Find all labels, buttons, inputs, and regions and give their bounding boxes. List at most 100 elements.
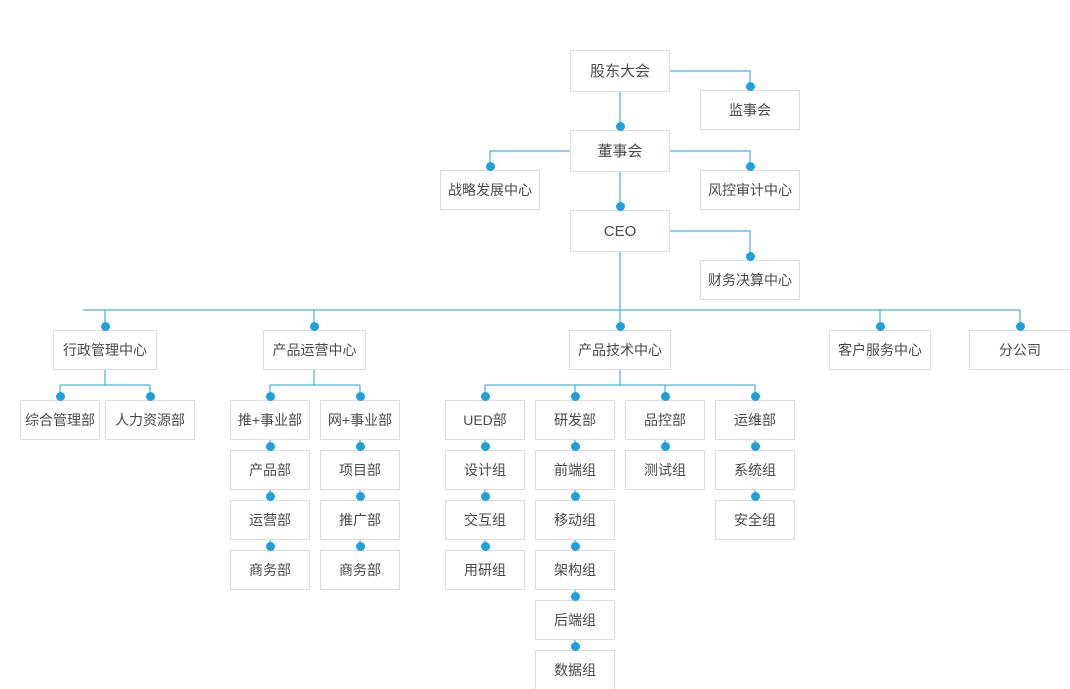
org-node-shareholders[interactable]: 股东大会	[570, 50, 670, 92]
org-node-label: 运维部	[734, 412, 776, 428]
org-node-label: 安全组	[734, 512, 776, 528]
org-node-board[interactable]: 董事会	[570, 130, 670, 172]
edge-board-to-strategy-center	[489, 150, 570, 166]
connector-dot-design-group	[480, 441, 490, 451]
org-node-label: 设计组	[464, 462, 506, 478]
org-node-label: 股东大会	[589, 62, 650, 80]
org-node-business-dept-1[interactable]: 商务部	[230, 550, 310, 590]
org-node-tui-bu[interactable]: 推+事业部	[230, 400, 310, 440]
org-node-label: 网+事业部	[327, 412, 393, 428]
org-node-rd-dept[interactable]: 研发部	[535, 400, 615, 440]
connector-dot-ops-center	[309, 321, 319, 331]
org-node-label: 研发部	[554, 412, 596, 428]
connector-dot-ued-dept	[480, 391, 490, 401]
org-node-label: 用研组	[464, 562, 506, 578]
org-node-system-group[interactable]: 系统组	[715, 450, 795, 490]
org-node-tech-center[interactable]: 产品技术中心	[569, 330, 671, 370]
org-node-label: 人力资源部	[115, 412, 185, 428]
connector-dot-tui-bu	[265, 391, 275, 401]
org-node-test-group[interactable]: 测试组	[625, 450, 705, 490]
org-node-label: 产品技术中心	[578, 342, 662, 358]
org-node-ceo[interactable]: CEO	[570, 210, 670, 252]
connector-dot-tech-center	[615, 321, 625, 331]
org-node-research-group[interactable]: 用研组	[445, 550, 525, 590]
org-node-label: 商务部	[249, 562, 291, 578]
connector-dot-business-dept-2	[355, 541, 365, 551]
org-node-hr[interactable]: 人力资源部	[105, 400, 195, 440]
org-node-label: 架构组	[554, 562, 596, 578]
org-node-label: 综合管理部	[25, 412, 95, 428]
connector-dot-branch	[1015, 321, 1025, 331]
connector-dot-business-dept-1	[265, 541, 275, 551]
org-node-project-dept[interactable]: 项目部	[320, 450, 400, 490]
org-node-label: 商务部	[339, 562, 381, 578]
org-node-operation-dept[interactable]: 运营部	[230, 500, 310, 540]
org-node-label: 交互组	[464, 512, 506, 528]
connector-dot-service-center	[875, 321, 885, 331]
connector-dot-ops-dept	[750, 391, 760, 401]
edge-tech-center-to-tech-bus	[484, 370, 756, 396]
org-node-data-group[interactable]: 数据组	[535, 650, 615, 689]
connector-dot-finance-center	[745, 251, 755, 261]
org-node-finance-center[interactable]: 财务决算中心	[700, 260, 800, 300]
org-node-promotion-dept[interactable]: 推广部	[320, 500, 400, 540]
org-node-qa-dept[interactable]: 品控部	[625, 400, 705, 440]
org-node-service-center[interactable]: 客户服务中心	[829, 330, 931, 370]
org-node-label: 项目部	[339, 462, 381, 478]
connector-dot-mobile-group	[570, 491, 580, 501]
org-node-label: 测试组	[644, 462, 686, 478]
org-node-business-dept-2[interactable]: 商务部	[320, 550, 400, 590]
connector-dot-interaction-group	[480, 491, 490, 501]
connector-dot-test-group	[660, 441, 670, 451]
org-node-label: 行政管理中心	[63, 342, 147, 358]
org-node-label: 战略发展中心	[448, 182, 532, 198]
org-node-mobile-group[interactable]: 移动组	[535, 500, 615, 540]
org-node-label: 风控审计中心	[708, 182, 792, 198]
org-node-label: 监事会	[729, 102, 771, 118]
edge-board-to-risk-audit	[670, 150, 751, 166]
org-node-label: 客户服务中心	[838, 342, 922, 358]
org-node-label: 移动组	[554, 512, 596, 528]
org-node-label: 推+事业部	[237, 412, 303, 428]
org-node-label: 产品部	[249, 462, 291, 478]
connector-dot-project-dept	[355, 441, 365, 451]
org-node-label: 运营部	[249, 512, 291, 528]
org-node-label: 产品运营中心	[272, 342, 357, 358]
edge-ops-center-to-ops-bus	[269, 370, 361, 396]
org-node-interaction-group[interactable]: 交互组	[445, 500, 525, 540]
org-node-ops-center[interactable]: 产品运营中心	[263, 330, 366, 370]
org-node-admin-center[interactable]: 行政管理中心	[53, 330, 157, 370]
org-node-security-group[interactable]: 安全组	[715, 500, 795, 540]
org-node-label: 后端组	[554, 612, 596, 628]
edge-admin-center-to-admin-bus	[59, 370, 151, 396]
org-node-wang-bu[interactable]: 网+事业部	[320, 400, 400, 440]
connector-dot-risk-audit	[745, 161, 755, 171]
org-node-product-dept[interactable]: 产品部	[230, 450, 310, 490]
connector-dot-ceo	[615, 201, 625, 211]
org-node-ops-dept[interactable]: 运维部	[715, 400, 795, 440]
connector-dot-qa-dept	[660, 391, 670, 401]
org-node-label: 数据组	[554, 662, 596, 678]
connector-dot-wang-bu	[355, 391, 365, 401]
connector-dot-supervisors	[745, 81, 755, 91]
org-node-branch[interactable]: 分公司	[969, 330, 1070, 370]
org-node-ued-dept[interactable]: UED部	[445, 400, 525, 440]
connector-dot-promotion-dept	[355, 491, 365, 501]
org-node-strategy-center[interactable]: 战略发展中心	[440, 170, 540, 210]
org-node-design-group[interactable]: 设计组	[445, 450, 525, 490]
connector-dot-product-dept	[265, 441, 275, 451]
org-node-label: 推广部	[339, 512, 381, 528]
edge-ceo-to-finance-center	[670, 230, 751, 256]
org-node-supervisors[interactable]: 监事会	[700, 90, 800, 130]
org-node-risk-audit[interactable]: 风控审计中心	[700, 170, 800, 210]
org-node-architecture-group[interactable]: 架构组	[535, 550, 615, 590]
connector-dot-security-group	[750, 491, 760, 501]
org-node-label: 品控部	[644, 412, 686, 428]
connector-dot-operation-dept	[265, 491, 275, 501]
org-node-frontend-group[interactable]: 前端组	[535, 450, 615, 490]
org-node-general-admin[interactable]: 综合管理部	[20, 400, 100, 440]
org-node-label: 前端组	[554, 462, 596, 478]
connector-dot-backend-group	[570, 591, 580, 601]
org-node-backend-group[interactable]: 后端组	[535, 600, 615, 640]
